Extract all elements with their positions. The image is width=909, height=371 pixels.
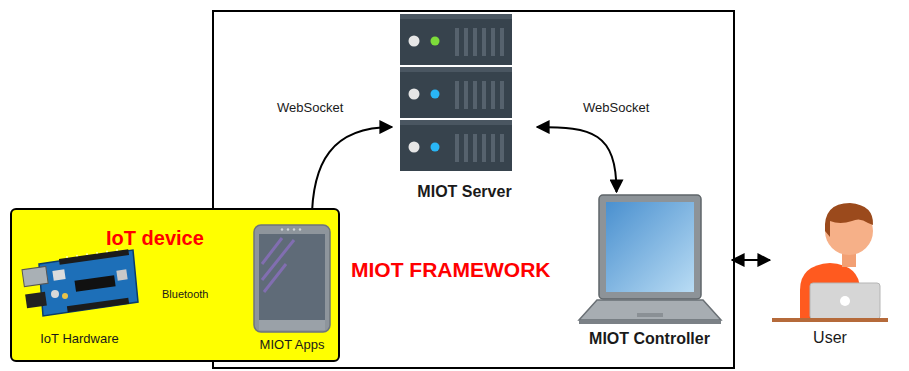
edge-label-box: Bluetooth xyxy=(162,284,208,302)
node-label: User xyxy=(770,329,890,347)
miot-controller-node: MIOT Controller xyxy=(567,192,732,352)
node-label: IoT device xyxy=(106,227,204,250)
server-icon xyxy=(399,13,513,173)
connector-arrow xyxy=(732,259,770,261)
edge-label: WebSocket xyxy=(583,100,649,115)
arduino-board xyxy=(17,244,142,326)
node-label: MIOT Apps xyxy=(247,338,337,353)
iot-device-box: IoT device IoT Hardware MIOT Apps xyxy=(10,208,340,362)
node-label: MIOT Controller xyxy=(567,330,732,348)
edge-label-box: WebSocket xyxy=(277,98,343,116)
miot-apps-node: MIOT Apps xyxy=(247,222,337,360)
miot-server-node: MIOT Server xyxy=(392,12,537,207)
user-node: User xyxy=(770,195,890,350)
edge-label: Bluetooth xyxy=(162,288,208,300)
laptop-icon xyxy=(575,194,725,326)
node-label: MIOT FRAMEWORK xyxy=(351,258,550,282)
edge-label-box: WebSocket xyxy=(583,98,649,116)
edge-label: WebSocket xyxy=(277,100,343,115)
node-label: IoT Hardware xyxy=(17,332,142,347)
connector-arrow xyxy=(537,127,617,192)
iot-hardware-node: IoT Hardware xyxy=(17,242,142,352)
phone-icon xyxy=(252,224,332,334)
node-label: MIOT Server xyxy=(392,183,537,201)
user-icon xyxy=(770,195,890,323)
